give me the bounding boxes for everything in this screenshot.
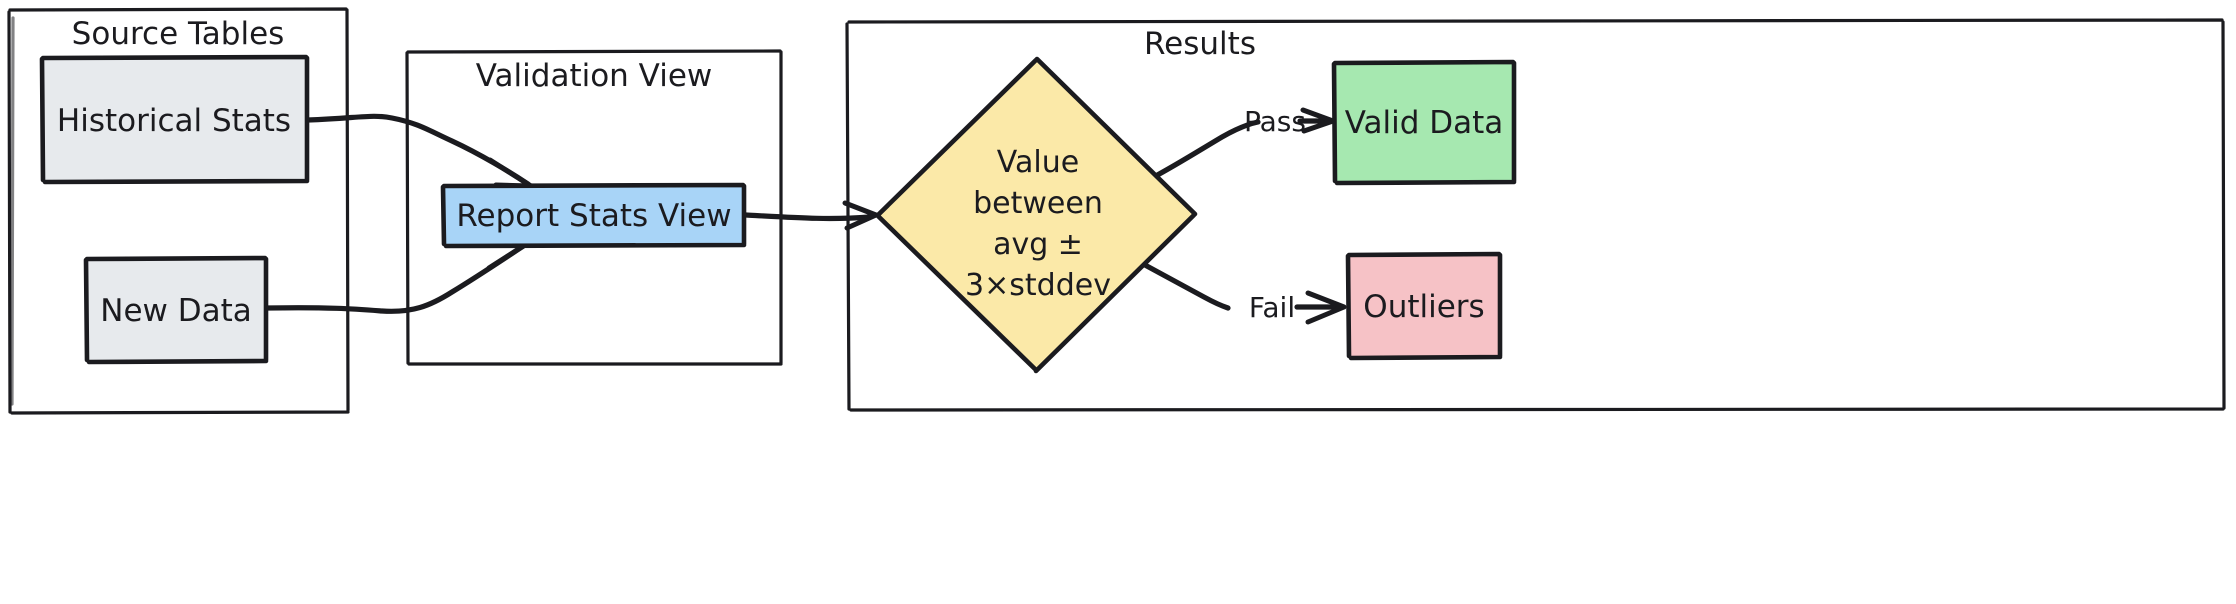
group-validation-view: Validation View — [405, 49, 783, 366]
edge-label-fail: Fail — [1249, 291, 1295, 324]
edge-check-to-valid: Pass — [1149, 105, 1336, 181]
source-tables-title: Source Tables — [72, 16, 285, 52]
outliers-border — [1345, 251, 1503, 361]
historical-stats-border — [39, 54, 310, 185]
source-tables-frame-sketch — [10, 16, 15, 406]
edge-report-to-check — [743, 200, 879, 231]
value-check-line-4: 3×stddev — [965, 268, 1111, 303]
edge-report-to-check-line — [743, 212, 875, 222]
historical-stats-fill — [43, 57, 307, 181]
group-results: Results — [845, 18, 2226, 412]
edge-check-to-valid-line — [1149, 119, 1261, 181]
valid-data-border — [1331, 59, 1517, 186]
value-check-line-1: Value — [997, 145, 1079, 180]
value-check-border — [874, 56, 1198, 374]
valid-data-fill — [1335, 62, 1514, 182]
report-stats-view-fill — [444, 185, 744, 245]
value-check-line-3: avg ± — [993, 227, 1083, 262]
new-data-border — [83, 255, 269, 365]
node-report-stats-view[interactable]: Report Stats View — [440, 182, 747, 249]
historical-stats-label: Historical Stats — [57, 103, 291, 139]
valid-data-label: Valid Data — [1345, 105, 1504, 141]
edge-check-to-valid-arrowhead — [1300, 107, 1336, 134]
edge-newdata-to-report — [265, 240, 531, 314]
source-tables-frame — [7, 7, 350, 415]
node-historical-stats[interactable]: Historical Stats — [39, 54, 310, 185]
validation-view-frame — [405, 49, 783, 366]
node-value-check[interactable]: Value between avg ± 3×stddev — [874, 56, 1198, 374]
group-source-tables: Source Tables — [7, 7, 350, 415]
results-frame — [845, 18, 2226, 412]
validation-view-title: Validation View — [476, 58, 713, 94]
edge-check-to-outliers-line — [1129, 255, 1231, 311]
node-new-data[interactable]: New Data — [83, 255, 269, 365]
results-title: Results — [1144, 26, 1256, 62]
new-data-label: New Data — [100, 293, 252, 329]
node-valid-data[interactable]: Valid Data — [1331, 59, 1517, 186]
edge-historical-to-report-line — [305, 113, 531, 187]
edge-historical-to-report-arrowhead — [487, 157, 534, 189]
edge-newdata-to-report-line — [265, 242, 528, 314]
edge-report-to-check-arrowhead — [842, 200, 879, 231]
report-stats-view-border — [440, 182, 747, 249]
outliers-label: Outliers — [1363, 289, 1484, 325]
new-data-fill — [87, 258, 266, 361]
report-stats-view-label: Report Stats View — [456, 198, 731, 234]
value-check-line-2: between — [973, 186, 1103, 221]
edge-label-pass: Pass — [1244, 105, 1306, 138]
node-outliers[interactable]: Outliers — [1345, 251, 1503, 361]
edge-historical-to-report — [305, 113, 534, 189]
outliers-fill — [1349, 254, 1500, 357]
edge-check-to-outliers-arrowhead — [1305, 290, 1347, 325]
edge-check-to-outliers: Fail — [1129, 255, 1347, 325]
